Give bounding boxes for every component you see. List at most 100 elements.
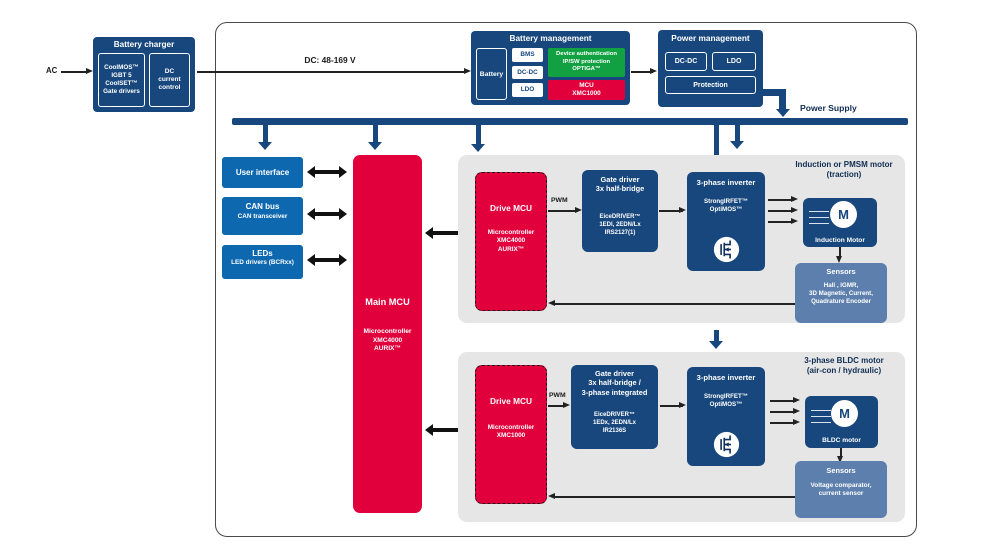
bldc-heading: 3-phase BLDC motor (air-con / hydraulic) [804, 356, 884, 376]
motor-lead [809, 211, 829, 212]
traction-heading: Induction or PMSM motor (traction) [795, 160, 893, 180]
can-bus-title: CAN bus [245, 202, 280, 211]
bldc-sensors-title: Sensors [826, 466, 856, 475]
bus-drop-1 [262, 125, 268, 144]
bldc-motor-label: BLDC motor [822, 437, 861, 444]
bldc-feedback-head [548, 493, 555, 500]
bus-drop-2-head [368, 142, 382, 150]
power-supply-label: Power Supply [800, 103, 857, 113]
user-interface-title: User interface [235, 168, 290, 177]
bldc-im-line-2 [770, 411, 796, 413]
traction-im-head-2 [791, 207, 798, 214]
main-mcu-block: Main MCU Microcontroller XMC4000 AURIX™ [353, 155, 422, 513]
traction-im-line-2 [768, 210, 794, 212]
battery-management-title: Battery management [509, 33, 592, 43]
induction-motor-block: M Induction Motor [803, 198, 877, 247]
bm-pm-arrowhead [650, 68, 657, 75]
bldc-sensors-subtitle: Voltage comparator, current sensor [810, 482, 872, 498]
traction-sensors-title: Sensors [826, 267, 856, 276]
power-management-title: Power management [671, 33, 750, 43]
bus-drop-4 [713, 125, 719, 155]
power-supply-bus [232, 118, 908, 125]
bus-drop-3-head [471, 144, 485, 152]
bldc-feedback-line [553, 496, 795, 498]
dcdc-chip: DC-DC [512, 65, 543, 79]
ui-mainmcu-arrow [307, 165, 347, 178]
leds-title: LEDs [252, 249, 273, 258]
battery-chip: Battery [476, 48, 507, 100]
bus-drop-5 [734, 125, 740, 143]
bus-drop-5-head [730, 141, 744, 149]
battery-charger-devices-chip: CoolMOS™ IGBT 5 CoolSET™ Gate drivers [98, 53, 145, 107]
motor-lead [809, 223, 829, 224]
motor-lead [811, 422, 831, 423]
traction-im-head-3 [791, 218, 798, 225]
traction-inverter-subtitle: StrongIRFET™ OptiMOS™ [704, 198, 748, 214]
bldc-motor-block: M BLDC motor [805, 396, 878, 448]
traction-gd-inv-arrowhead [679, 207, 686, 214]
mosfet-icon [713, 431, 739, 458]
traction-sensors-subtitle: Hall , IGMR, 3D Magnetic, Current, Quadr… [809, 282, 873, 306]
bldc-sensors-block: Sensors Voltage comparator, current sens… [795, 461, 887, 518]
bldc-motor-sensor-line [840, 448, 842, 458]
main-mcu-subtitle: Microcontroller XMC4000 AURIX™ [363, 328, 412, 353]
traction-motor-sensor-head [836, 256, 843, 263]
bldc-inverter-title: 3-phase inverter [696, 373, 756, 382]
bldc-gate-driver-title: Gate driver 3x half-bridge / 3-phase int… [581, 369, 648, 397]
bus-drop-1-head [258, 142, 272, 150]
bldc-pwm-label: PWM [549, 392, 566, 399]
motor-symbol: M [830, 201, 857, 228]
traction-gate-driver-title: Gate driver 3x half-bridge [595, 175, 645, 194]
dc-link-arrowhead [464, 68, 471, 75]
traction-motor-sensor-line [839, 247, 841, 257]
bldc-im-line-1 [770, 400, 796, 402]
traction-sensors-block: Sensors Hall , IGMR, 3D Magnetic, Curren… [795, 263, 887, 323]
motor-lead [811, 416, 831, 417]
traction-inverter-title: 3-phase inverter [696, 178, 756, 187]
pm-protection-chip: Protection [665, 76, 756, 94]
battery-management-block: Battery management Battery BMS DC-DC LDO… [471, 31, 630, 105]
traction-pwm-label: PWM [551, 197, 568, 204]
can-bus-subtitle: CAN transceiver [237, 213, 288, 220]
panel-link-arrowhead [709, 341, 723, 349]
dc-current-control-chip: DC current control [148, 53, 190, 107]
bldc-im-head-3 [793, 419, 800, 426]
can-bus-block: CAN bus CAN transceiver [222, 197, 303, 235]
bldc-inverter-block: 3-phase inverter StrongIRFET™ OptiMOS™ [687, 367, 765, 466]
traction-im-line-1 [768, 199, 794, 201]
traction-feedback-head [548, 300, 555, 307]
can-mainmcu-arrow [307, 208, 347, 220]
bldc-im-head-1 [793, 397, 800, 404]
battery-charger-title: Battery charger [113, 40, 175, 49]
bus-drop-3 [475, 125, 481, 146]
bldc-im-head-2 [793, 408, 800, 415]
bldc-gd-inv-arrowhead [679, 402, 686, 409]
traction-drive-mcu-subtitle: Microcontroller XMC4000 AURIX™ [487, 229, 535, 253]
traction-drive-mcu-block: Drive MCU Microcontroller XMC4000 AURIX™ [475, 172, 547, 311]
bldc-motor-sensor-head [837, 456, 844, 463]
traction-pwm-arrowhead [575, 207, 582, 214]
bldc-pwm-arrowhead [563, 402, 570, 409]
traction-im-line-3 [768, 221, 794, 223]
leds-subtitle: LED drivers (BCRxx) [231, 259, 294, 266]
system-boundary [215, 22, 917, 537]
traction-gate-driver-block: Gate driver 3x half-bridge EiceDRIVER™ 1… [582, 170, 658, 252]
power-elbow-v [779, 89, 786, 110]
pm-dcdc-chip: DC-DC [665, 52, 707, 71]
leds-mainmcu-arrow [307, 254, 347, 266]
dc-link-line [197, 71, 465, 73]
bms-chip: BMS [512, 48, 543, 62]
bldc-inverter-subtitle: StrongIRFET™ OptiMOS™ [704, 393, 748, 409]
bldc-gate-driver-block: Gate driver 3x half-bridge / 3-phase int… [571, 365, 658, 449]
bm-mcu-chip: MCU XMC1000 [548, 79, 625, 100]
motor-symbol: M [831, 400, 858, 427]
traction-feedback-line [553, 303, 795, 305]
bldc-gd-inv-line [660, 405, 683, 407]
bm-pm-line [631, 71, 653, 73]
bldc-drive-mcu-subtitle: Microcontroller XMC1000 [487, 424, 535, 440]
power-elbow-h [756, 89, 786, 96]
bldc-drive-mcu-title: Drive MCU [490, 396, 532, 406]
ac-arrowhead [86, 68, 93, 75]
traction-gd-inv-line [659, 210, 683, 212]
